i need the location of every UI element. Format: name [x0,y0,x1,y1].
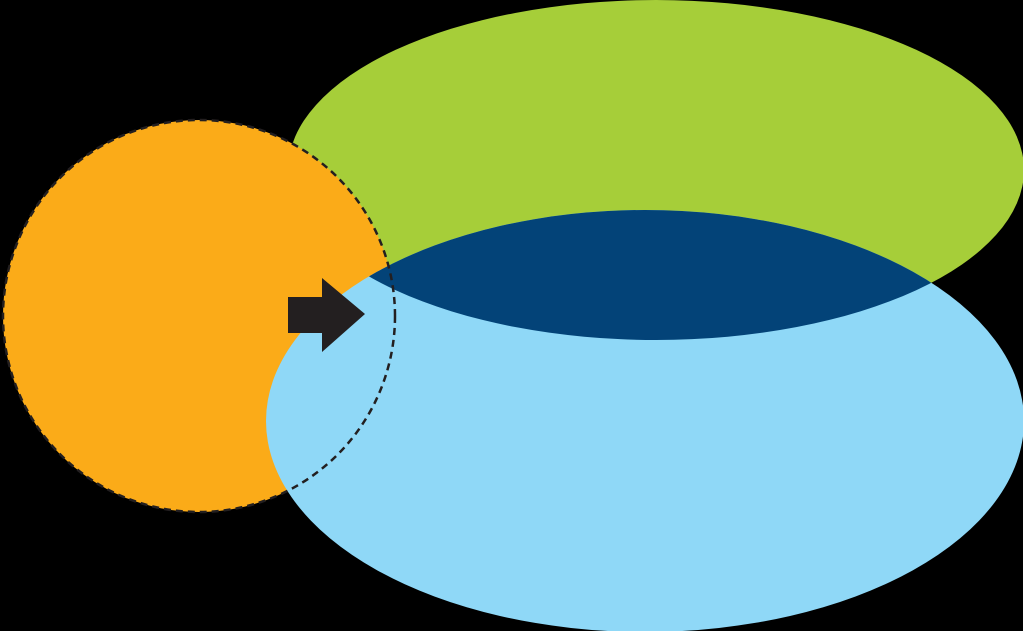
right-arrow-icon [288,278,365,352]
orange-circle-dashed-border [1,118,397,514]
